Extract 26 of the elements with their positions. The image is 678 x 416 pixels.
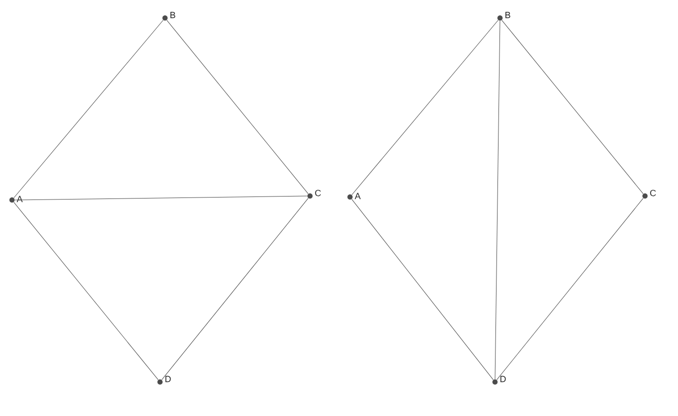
- line-segment: [494, 20, 500, 380]
- labeled-point: B: [497, 12, 510, 21]
- node-label: C: [315, 190, 321, 196]
- node-label: D: [165, 376, 171, 382]
- node-label: A: [16, 196, 23, 202]
- labeled-point: A: [9, 196, 23, 203]
- line-segment: [166, 20, 308, 194]
- node-label: A: [354, 192, 361, 200]
- node-label: C: [650, 190, 656, 196]
- line-segment: [162, 198, 308, 380]
- node-label: B: [170, 12, 176, 18]
- line-segment: [351, 198, 494, 380]
- node-label: D: [500, 376, 506, 382]
- line-segment: [352, 20, 498, 196]
- labeled-point: B: [162, 12, 176, 21]
- line-segment: [14, 20, 164, 198]
- labeled-point: D: [157, 376, 171, 385]
- labeled-point: C: [307, 190, 321, 199]
- node-label: B: [505, 12, 510, 18]
- labeled-point: A: [347, 192, 361, 200]
- labeled-point: D: [492, 376, 506, 385]
- labeled-point: C: [642, 190, 656, 199]
- line-segment: [14, 196, 308, 200]
- line-segment: [14, 202, 158, 380]
- line-segment: [502, 20, 644, 194]
- line-segment: [496, 198, 644, 380]
